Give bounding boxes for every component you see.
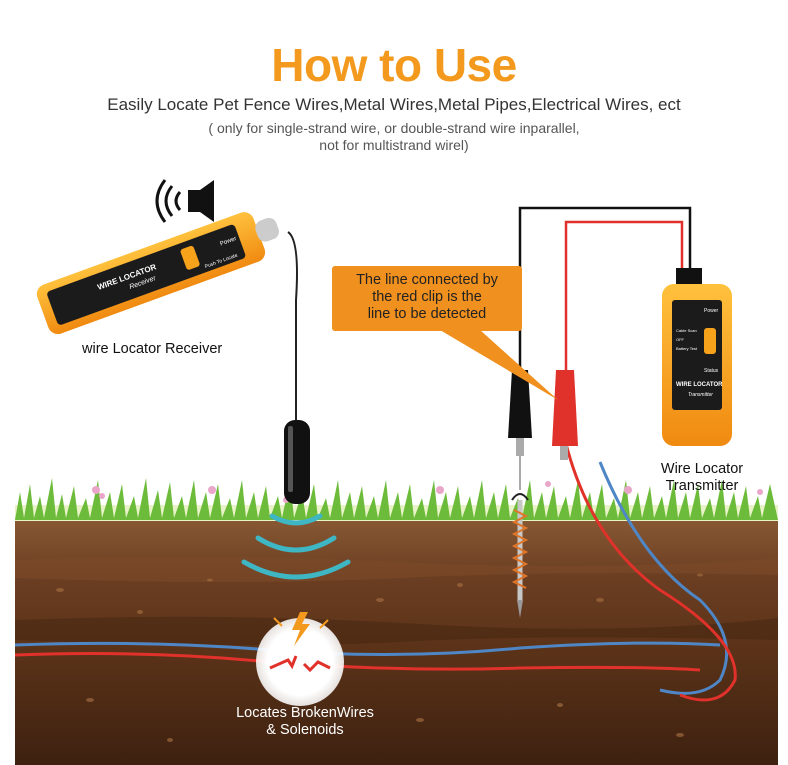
broken-wire-red-right bbox=[302, 660, 331, 673]
receiver-power: Power bbox=[219, 236, 237, 247]
usage-note-line2: not for multistrand wirel) bbox=[319, 137, 469, 153]
break-label-line1: Locates BrokenWires bbox=[236, 705, 374, 721]
red-lead-underground bbox=[563, 439, 737, 702]
grass-strip bbox=[15, 478, 778, 520]
transmitter-mode-off: OFF bbox=[676, 337, 685, 342]
callout-line2: the red clip is the bbox=[372, 289, 482, 305]
break-label: Locates BrokenWires & Solenoids bbox=[225, 705, 385, 739]
transmitter-label: Wire Locator Transmitter bbox=[652, 461, 752, 495]
metal-stake bbox=[511, 500, 529, 618]
broken-wire-red-left bbox=[269, 655, 298, 670]
page-subtitle: Easily Locate Pet Fence Wires,Metal Wire… bbox=[107, 95, 681, 114]
receiver-label: wire Locator Receiver bbox=[82, 341, 223, 357]
usage-note: ( only for single-strand wire, or double… bbox=[0, 120, 788, 154]
transmitter-mode-battery: Battery Test bbox=[676, 346, 698, 351]
transmitter-mode-scan: Cable Scan bbox=[676, 328, 697, 333]
red-lead bbox=[564, 220, 684, 370]
page-title: How to Use bbox=[271, 39, 517, 91]
transmitter-status: Status bbox=[704, 368, 719, 374]
usage-note-line1: ( only for single-strand wire, or double… bbox=[208, 120, 580, 136]
transmitter-label-line2: Transmitter bbox=[665, 478, 739, 494]
callout-box: The line connected by the red clip is th… bbox=[332, 266, 522, 331]
receiver-device: WIRE LOCATOR Receiver Power Push To Loca… bbox=[36, 212, 279, 335]
signal-wave-icon bbox=[241, 513, 351, 580]
callout-line1: The line connected by bbox=[356, 272, 498, 288]
receiver-cable bbox=[287, 231, 298, 420]
transmitter-brand: WIRE LOCATOR bbox=[676, 382, 723, 388]
break-label-line2: & Solenoids bbox=[266, 722, 344, 738]
red-clip bbox=[552, 370, 578, 460]
black-clip bbox=[508, 370, 532, 501]
lightning-icon bbox=[292, 612, 310, 646]
buried-blue-wire bbox=[14, 641, 721, 657]
soil-pebbles bbox=[56, 573, 703, 742]
transmitter-model: Transmitter bbox=[688, 392, 713, 398]
receiver-probe bbox=[284, 420, 310, 504]
transmitter-power: Power bbox=[704, 308, 719, 314]
blue-lead-underground bbox=[598, 461, 729, 695]
buried-red-wire bbox=[14, 652, 701, 672]
callout-line3: line to be detected bbox=[367, 306, 487, 322]
speaker-icon bbox=[155, 179, 214, 223]
transmitter-label-line1: Wire Locator bbox=[660, 461, 744, 477]
flowers bbox=[92, 481, 763, 503]
break-glow bbox=[256, 618, 344, 706]
transmitter-device: Power Cable Scan OFF Battery Test Status… bbox=[662, 268, 732, 446]
callout-pointer bbox=[440, 330, 558, 400]
